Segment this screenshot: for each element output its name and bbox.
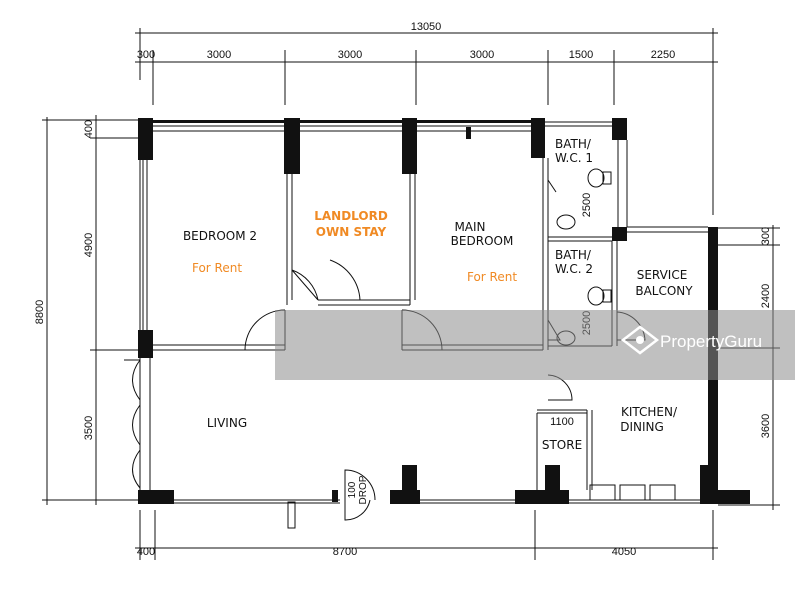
- dim-left-2: 4900: [83, 233, 95, 257]
- dim-store-width: 1100: [550, 416, 574, 428]
- dim-top-2: 3000: [207, 49, 231, 61]
- room-landlord-label-line1: LANDLORD: [314, 209, 388, 223]
- dim-top-6: 2250: [651, 49, 675, 61]
- room-bath1-label-line2: W.C. 1: [555, 151, 593, 165]
- dim-top-4: 3000: [470, 49, 494, 61]
- dim-left-1: 400: [83, 120, 95, 138]
- dim-bath1-depth: 2500: [581, 193, 593, 217]
- room-bath2-label-line1: BATH/: [555, 248, 592, 262]
- dim-top-5: 1500: [569, 49, 593, 61]
- propertyguru-logo-icon: [620, 325, 660, 355]
- room-service-balcony-label-line1: SERVICE: [637, 268, 688, 282]
- room-service-balcony-label-line2: BALCONY: [635, 284, 693, 298]
- room-bath1-label-line1: BATH/: [555, 137, 592, 151]
- dim-left-overall: 8800: [34, 300, 46, 324]
- dimension-labels: 13050 300 3000 3000 3000 1500 2250 8800 …: [34, 21, 772, 558]
- dim-right-3: 3600: [760, 414, 772, 438]
- room-labels: BEDROOM 2 For Rent LANDLORD OWN STAY MAI…: [183, 137, 693, 452]
- dimension-lines: [42, 28, 780, 560]
- watermark-text: PropertyGuru: [660, 332, 762, 351]
- room-kitchen-label-line1: KITCHEN/: [621, 405, 678, 419]
- dim-bottom-1: 400: [137, 546, 155, 558]
- room-living-label: LIVING: [207, 416, 247, 430]
- room-main-bedroom-label-line1: MAIN: [454, 220, 485, 234]
- room-bedroom2-label: BEDROOM 2: [183, 229, 257, 243]
- drop-label: 100DROP: [347, 475, 369, 504]
- room-kitchen-label-line2: DINING: [620, 420, 664, 434]
- dim-bottom-2: 8700: [333, 546, 357, 558]
- dim-left-3: 3500: [83, 416, 95, 440]
- dim-right-1: 300: [760, 227, 772, 245]
- watermark-band: [275, 310, 795, 380]
- room-main-bedroom-label-line2: BEDROOM: [451, 234, 514, 248]
- room-store-label: STORE: [542, 438, 582, 452]
- room-bedroom2-note: For Rent: [192, 261, 242, 275]
- dim-bottom-3: 4050: [612, 546, 636, 558]
- dim-top-1: 300: [137, 49, 155, 61]
- room-main-bedroom-note: For Rent: [467, 270, 517, 284]
- dim-right-2: 2400: [760, 284, 772, 308]
- room-landlord-label-line2: OWN STAY: [316, 225, 387, 239]
- watermark: PropertyGuru: [275, 310, 795, 380]
- dim-top-3: 3000: [338, 49, 362, 61]
- room-bath2-label-line2: W.C. 2: [555, 262, 593, 276]
- dim-overall-width: 13050: [411, 21, 442, 33]
